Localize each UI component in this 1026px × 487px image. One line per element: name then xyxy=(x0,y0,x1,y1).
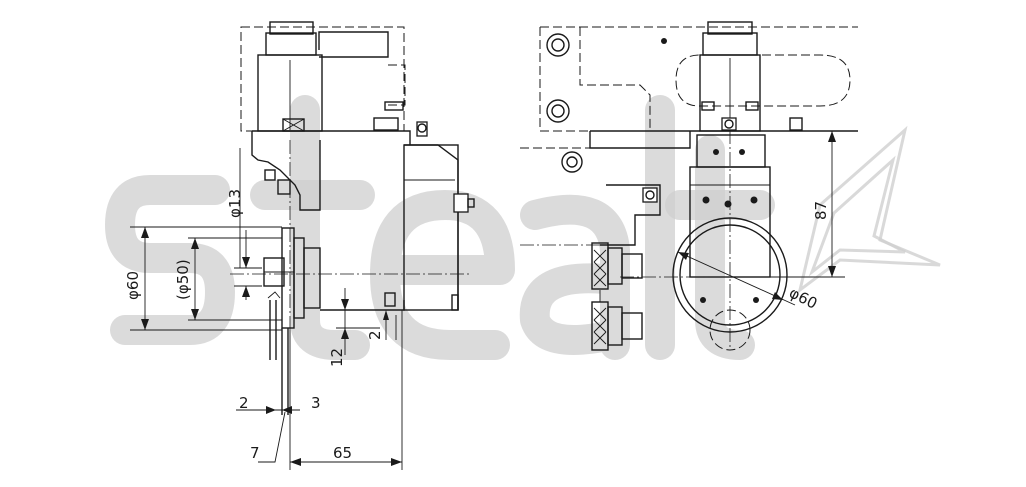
dim-12: 12 xyxy=(328,348,346,367)
dim-2-top: 2 xyxy=(366,330,384,340)
dim-3: 3 xyxy=(311,394,321,412)
watermark-logo xyxy=(105,95,941,360)
dim-7: 7 xyxy=(250,444,260,462)
dim-87: 87 xyxy=(812,201,830,220)
dim-phi60-left: φ60 xyxy=(124,271,142,300)
right-dimensions xyxy=(677,130,845,306)
dim-2-bottom: 2 xyxy=(239,394,249,412)
dim-65: 65 xyxy=(333,444,352,462)
dim-phi60-right: φ60 xyxy=(786,284,820,313)
dim-phi13: φ13 xyxy=(226,189,244,218)
roller-upper xyxy=(591,242,643,290)
right-view xyxy=(520,21,858,351)
left-dimensions xyxy=(130,148,404,470)
dim-phi50: (φ50) xyxy=(174,259,192,300)
